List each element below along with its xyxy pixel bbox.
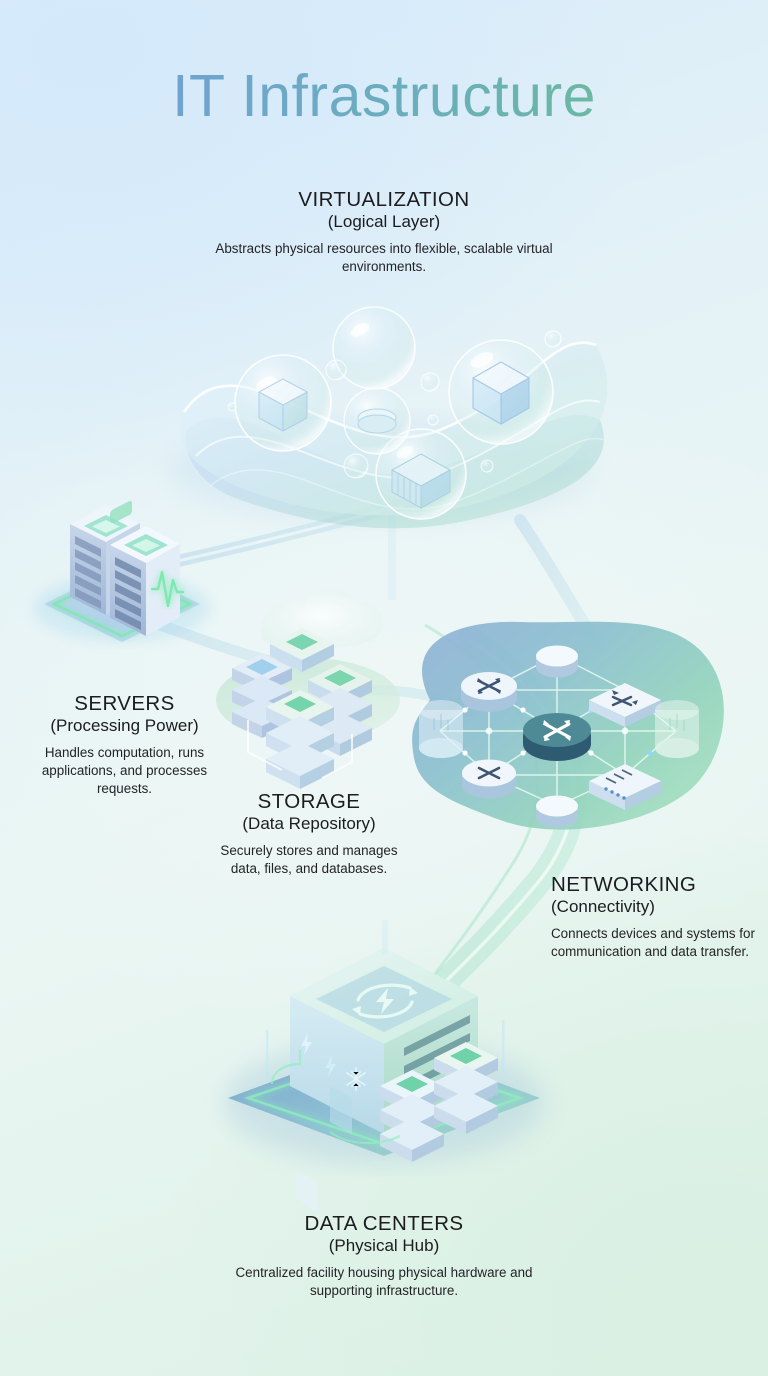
- servers-heading: SERVERS: [74, 692, 175, 715]
- data-cylinder-right: [655, 700, 699, 758]
- pulse-waveform-icon: [150, 570, 185, 608]
- virtualization-heading: VIRTUALIZATION: [298, 188, 470, 211]
- servers-subtitle: (Processing Power): [50, 716, 199, 736]
- section-storage: STORAGE (Data Repository) Securely store…: [216, 790, 402, 878]
- networking-heading: NETWORKING: [551, 873, 697, 896]
- datacenters-heading: DATA CENTERS: [304, 1212, 464, 1235]
- network-link-dots: [462, 707, 653, 756]
- bubble-plain-top: [332, 306, 416, 390]
- servers-description: Handles computation, runs applications, …: [41, 744, 208, 796]
- virtualization-illustration: [170, 306, 608, 529]
- storage-illustration: [216, 588, 400, 789]
- network-links: [439, 654, 677, 807]
- section-networking: NETWORKING (Connectivity) Connects devic…: [551, 873, 756, 961]
- networking-subtitle: (Connectivity): [551, 897, 655, 917]
- facade-icons: [296, 1033, 366, 1211]
- server-rack-back: [70, 500, 140, 615]
- router-node-center: [523, 713, 591, 761]
- virtualization-subtitle: (Logical Layer): [327, 212, 441, 232]
- servers-illustration: [34, 500, 210, 642]
- virtualization-description: Abstracts physical resources into flexib…: [215, 240, 553, 274]
- datacenters-description: Centralized facility housing physical ha…: [235, 1264, 533, 1298]
- section-servers: SERVERS (Processing Power) Handles compu…: [32, 692, 217, 797]
- data-cylinder-left: [419, 700, 463, 758]
- power-recycle-icon: [352, 983, 418, 1019]
- storage-subtitle: (Data Repository): [242, 814, 376, 834]
- storage-heading: STORAGE: [257, 790, 361, 813]
- networking-illustration: [412, 621, 724, 830]
- networking-description: Connects devices and systems for communi…: [551, 925, 755, 959]
- switch-node-bottom-right: [589, 764, 661, 810]
- bubble-accents: [227, 330, 562, 479]
- datacenter-building: [290, 948, 478, 1211]
- storage-modules: [232, 628, 372, 789]
- router-node-bottom-left: [462, 759, 516, 799]
- datacenter-illustration: [224, 920, 544, 1211]
- facade-server-stripes: [404, 1015, 470, 1092]
- switch-node-top-right: [589, 683, 661, 727]
- section-datacenters: DATA CENTERS (Physical Hub) Centralized …: [204, 1212, 564, 1300]
- bubble-cube-left: [234, 354, 332, 452]
- server-rack-slots: [75, 536, 101, 609]
- bubble-cube-right: [448, 339, 554, 445]
- server-rack-front: [110, 526, 185, 636]
- server-rack-slots-2: [115, 557, 141, 630]
- router-node-top-left: [461, 672, 517, 712]
- bubble-container-box: [375, 428, 467, 520]
- page-title: IT Infrastructure: [0, 62, 768, 130]
- datacenters-subtitle: (Physical Hub): [328, 1236, 440, 1256]
- storage-description: Securely stores and manages data, files,…: [220, 842, 398, 876]
- snowflake-icon: [346, 1067, 366, 1091]
- endpoint-node-bottom: [536, 795, 578, 828]
- bubble-disc: [343, 387, 411, 455]
- endpoint-node-top: [536, 645, 578, 678]
- section-virtualization: VIRTUALIZATION (Logical Layer) Abstracts…: [184, 188, 584, 276]
- storage-cloud-icon: [261, 588, 383, 649]
- datacenter-racks: [380, 1042, 498, 1162]
